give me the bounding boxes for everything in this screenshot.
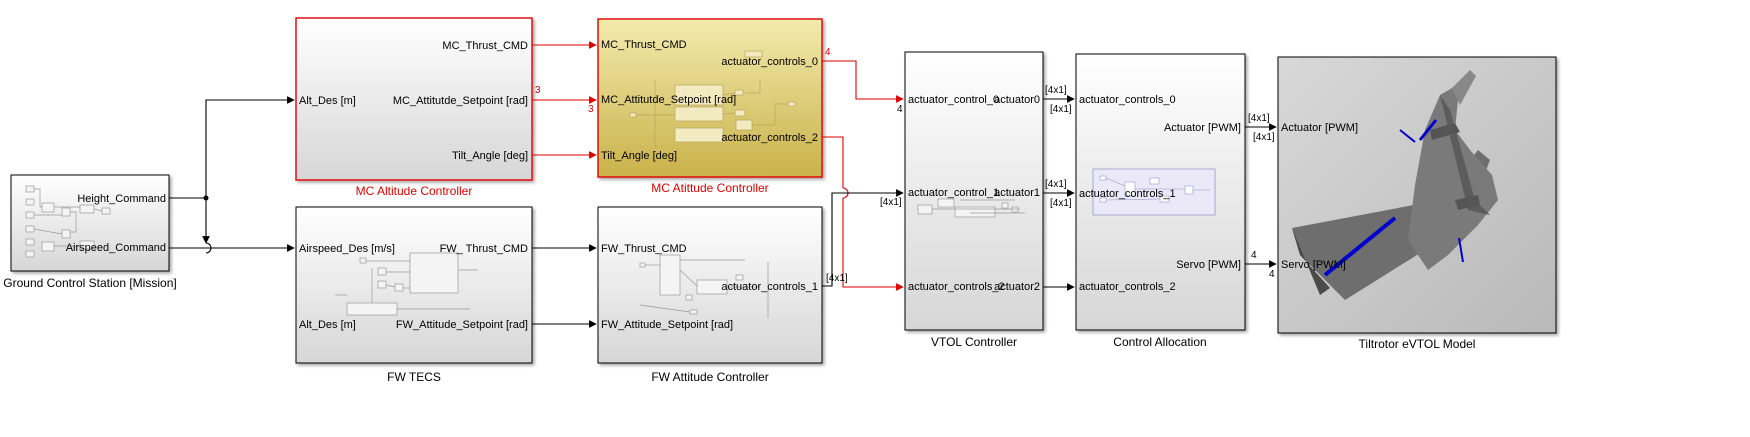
dim-servo-in: 4 [1269,269,1275,280]
model-caption: Tiltrotor eVTOL Model [1359,337,1476,351]
vtol-inner-diagram [917,198,1025,218]
gcs-port-height-command: Height_Command [77,193,166,205]
fw-att-caption: FW Attitude Controller [651,370,768,384]
alloc-port-actuator-controls-1: actuator_controls_1 [1079,188,1176,200]
fw-tecs-port-thrust-cmd: FW_ Thrust_CMD [440,243,528,255]
dim-pwm-out: [4x1] [1248,113,1270,124]
signal-dimension-labels: 3 3 4 4 [4x1] [4x1] [4x1] [4x1] [4x1] [4… [535,47,1275,284]
vtol-port-actuator-controls-2: actuator_controls_2 [908,281,1005,293]
mc-att-port-thrust-cmd: MC_Thrust_CMD [601,39,687,51]
mc-alt-port-tilt-angle: Tilt_Angle [deg] [452,150,528,162]
fw-attitude-controller-block[interactable]: FW_Thrust_CMD FW_Attitude_Setpoint [rad]… [597,206,823,384]
gcs-caption: Ground Control Station [Mission] [3,276,176,290]
dim-a0-in: [4x1] [1050,104,1072,115]
alloc-caption: Control Allocation [1113,335,1206,349]
mc-att-port-tilt-angle: Tilt_Angle [deg] [601,150,677,162]
alloc-port-actuator-controls-0: actuator_controls_0 [1079,94,1176,106]
dim-act1-out: [4x1] [880,197,902,208]
alloc-inner-diagram [1092,168,1216,216]
mc-att-port-actuator-controls-2: actuator_controls_2 [721,132,818,144]
gcs-inner-diagram [25,185,111,258]
dim-pwm-in: [4x1] [1253,132,1275,143]
mc-att-port-attitude-setpoint: MC_Attitutde_Setpoint [rad] [601,94,736,106]
fw-tecs-port-attitude-setpoint: FW_Attitude_Setpoint [rad] [396,319,528,331]
vtol-port-actuator0: actuator0 [994,94,1040,106]
vtol-port-actuator1: actuator1 [994,187,1040,199]
mc-altitude-controller-block[interactable]: Alt_Des [m] MC_Thrust_CMD MC_Attitutde_S… [295,17,533,198]
mc-attitude-controller-block[interactable]: MC_Thrust_CMD MC_Attitutde_Setpoint [rad… [597,18,823,195]
tiltrotor-aircraft-icon [1292,70,1498,300]
model-port-actuator-pwm: Actuator [PWM] [1281,122,1358,134]
gcs-port-airspeed-command: Airspeed_Command [66,242,166,254]
fw-att-port-thrust-cmd: FW_Thrust_CMD [601,243,687,255]
fw-tecs-inner-diagram [335,252,478,316]
dim-a1-in: [4x1] [1050,198,1072,209]
vtol-port-actuator-control-0: actuator_control_0 [908,94,999,106]
fw-tecs-block[interactable]: Airspeed_Des [m/s] Alt_Des [m] FW_ Thrus… [295,206,533,384]
dim-mc-setpoint-in: 3 [588,104,594,115]
fw-att-port-attitude-setpoint: FW_Attitude_Setpoint [rad] [601,319,733,331]
dim-mc-setpoint-out: 3 [535,85,541,96]
vtol-controller-block[interactable]: actuator_control_0 actuator_control_1 ac… [904,51,1044,349]
dim-a0-out: [4x1] [1045,85,1067,96]
vtol-caption: VTOL Controller [931,335,1017,349]
mc-alt-port-alt-des: Alt_Des [m] [299,95,356,107]
gcs-block[interactable]: Height_Command Airspeed_Command Ground C… [3,174,177,290]
fw-att-inner-diagram [639,254,769,318]
mc-alt-caption: MC Altitude Controller [356,184,473,198]
model-port-servo-pwm: Servo [PWM] [1281,259,1346,271]
dim-act0-out: 4 [825,47,831,58]
mc-att-port-actuator-controls-0: actuator_controls_0 [721,56,818,68]
mc-att-inner-diagram [629,50,796,148]
fw-tecs-port-alt-des: Alt_Des [m] [299,319,356,331]
mc-att-caption: MC Atittude Controller [651,181,768,195]
dim-a1-out: [4x1] [1045,179,1067,190]
vtol-port-actuator2: actuator2 [994,281,1040,293]
fw-att-port-actuator-controls-1: actuator_controls_1 [721,281,818,293]
tiltrotor-model-block[interactable]: Actuator [PWM] Servo [PWM] Tiltrotor eVT… [1277,56,1557,351]
dim-act0-in: 4 [897,104,903,115]
alloc-port-actuator-pwm: Actuator [PWM] [1164,122,1241,134]
dim-act1-in: [4x1] [826,273,848,284]
fw-tecs-caption: FW TECS [387,370,441,384]
mc-alt-port-thrust-cmd: MC_Thrust_CMD [442,40,528,52]
vtol-port-actuator-control-1: actuator_control_1 [908,187,999,199]
control-allocation-block[interactable]: actuator_controls_0 actuator_controls_1 … [1075,53,1246,349]
fw-tecs-port-airspeed-des: Airspeed_Des [m/s] [299,243,395,255]
alloc-port-actuator-controls-2: actuator_controls_2 [1079,281,1176,293]
alloc-port-servo-pwm: Servo [PWM] [1176,259,1241,271]
signal-lines [169,41,1277,328]
dim-servo-out: 4 [1251,250,1257,261]
mc-alt-port-attitude-setpoint: MC_Attitutde_Setpoint [rad] [393,95,528,107]
